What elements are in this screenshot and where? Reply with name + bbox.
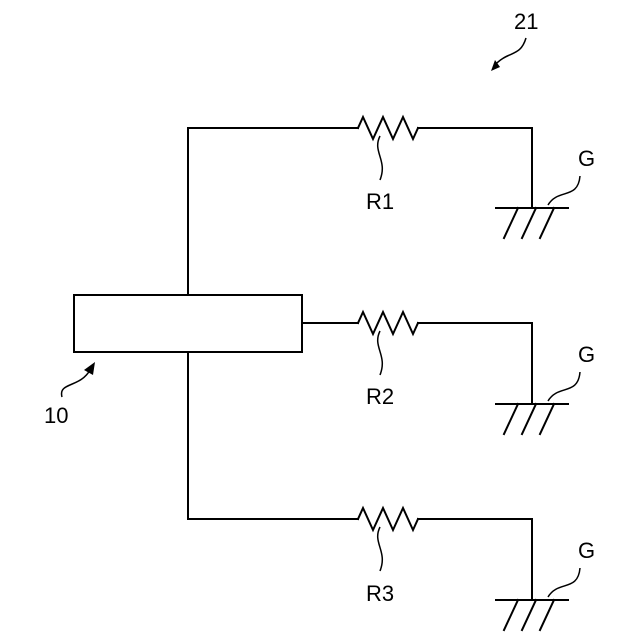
ground-symbol [496, 208, 568, 238]
block-reference: 10 [44, 362, 95, 428]
block-ref-arrowhead [84, 362, 95, 375]
component-block [74, 295, 302, 352]
branch-r2: R2 G [302, 312, 595, 434]
wire-to-r1 [188, 128, 358, 295]
block-ref-arrow-shaft [62, 370, 90, 397]
wire-to-r3 [188, 352, 358, 519]
figure-reference: 21 [491, 9, 538, 71]
wire-r1-to-ground [418, 128, 532, 208]
r3-label: R3 [366, 581, 394, 606]
r2-label: R2 [366, 384, 394, 409]
r2-leader [378, 331, 383, 375]
ground-symbol [496, 600, 568, 630]
wire-r3-to-ground [418, 519, 532, 600]
ground-leader [548, 568, 580, 597]
ground-label: G [578, 146, 595, 171]
branch-r1: R1 G [188, 117, 595, 295]
block-ref-label: 10 [44, 403, 68, 428]
r1-leader [378, 136, 383, 180]
figure-ref-label: 21 [514, 9, 538, 34]
resistor-r3 [358, 508, 418, 530]
resistor-r2 [358, 312, 418, 334]
r1-label: R1 [366, 189, 394, 214]
ground-label: G [578, 538, 595, 563]
wire-r2-to-ground [418, 323, 532, 404]
r3-leader [378, 527, 383, 571]
ground-symbol [496, 404, 568, 434]
figure-ref-arrow-shaft [494, 38, 526, 66]
ground-label: G [578, 342, 595, 367]
ground-leader [548, 176, 580, 205]
resistor-r1 [358, 117, 418, 139]
ground-leader [548, 372, 580, 401]
